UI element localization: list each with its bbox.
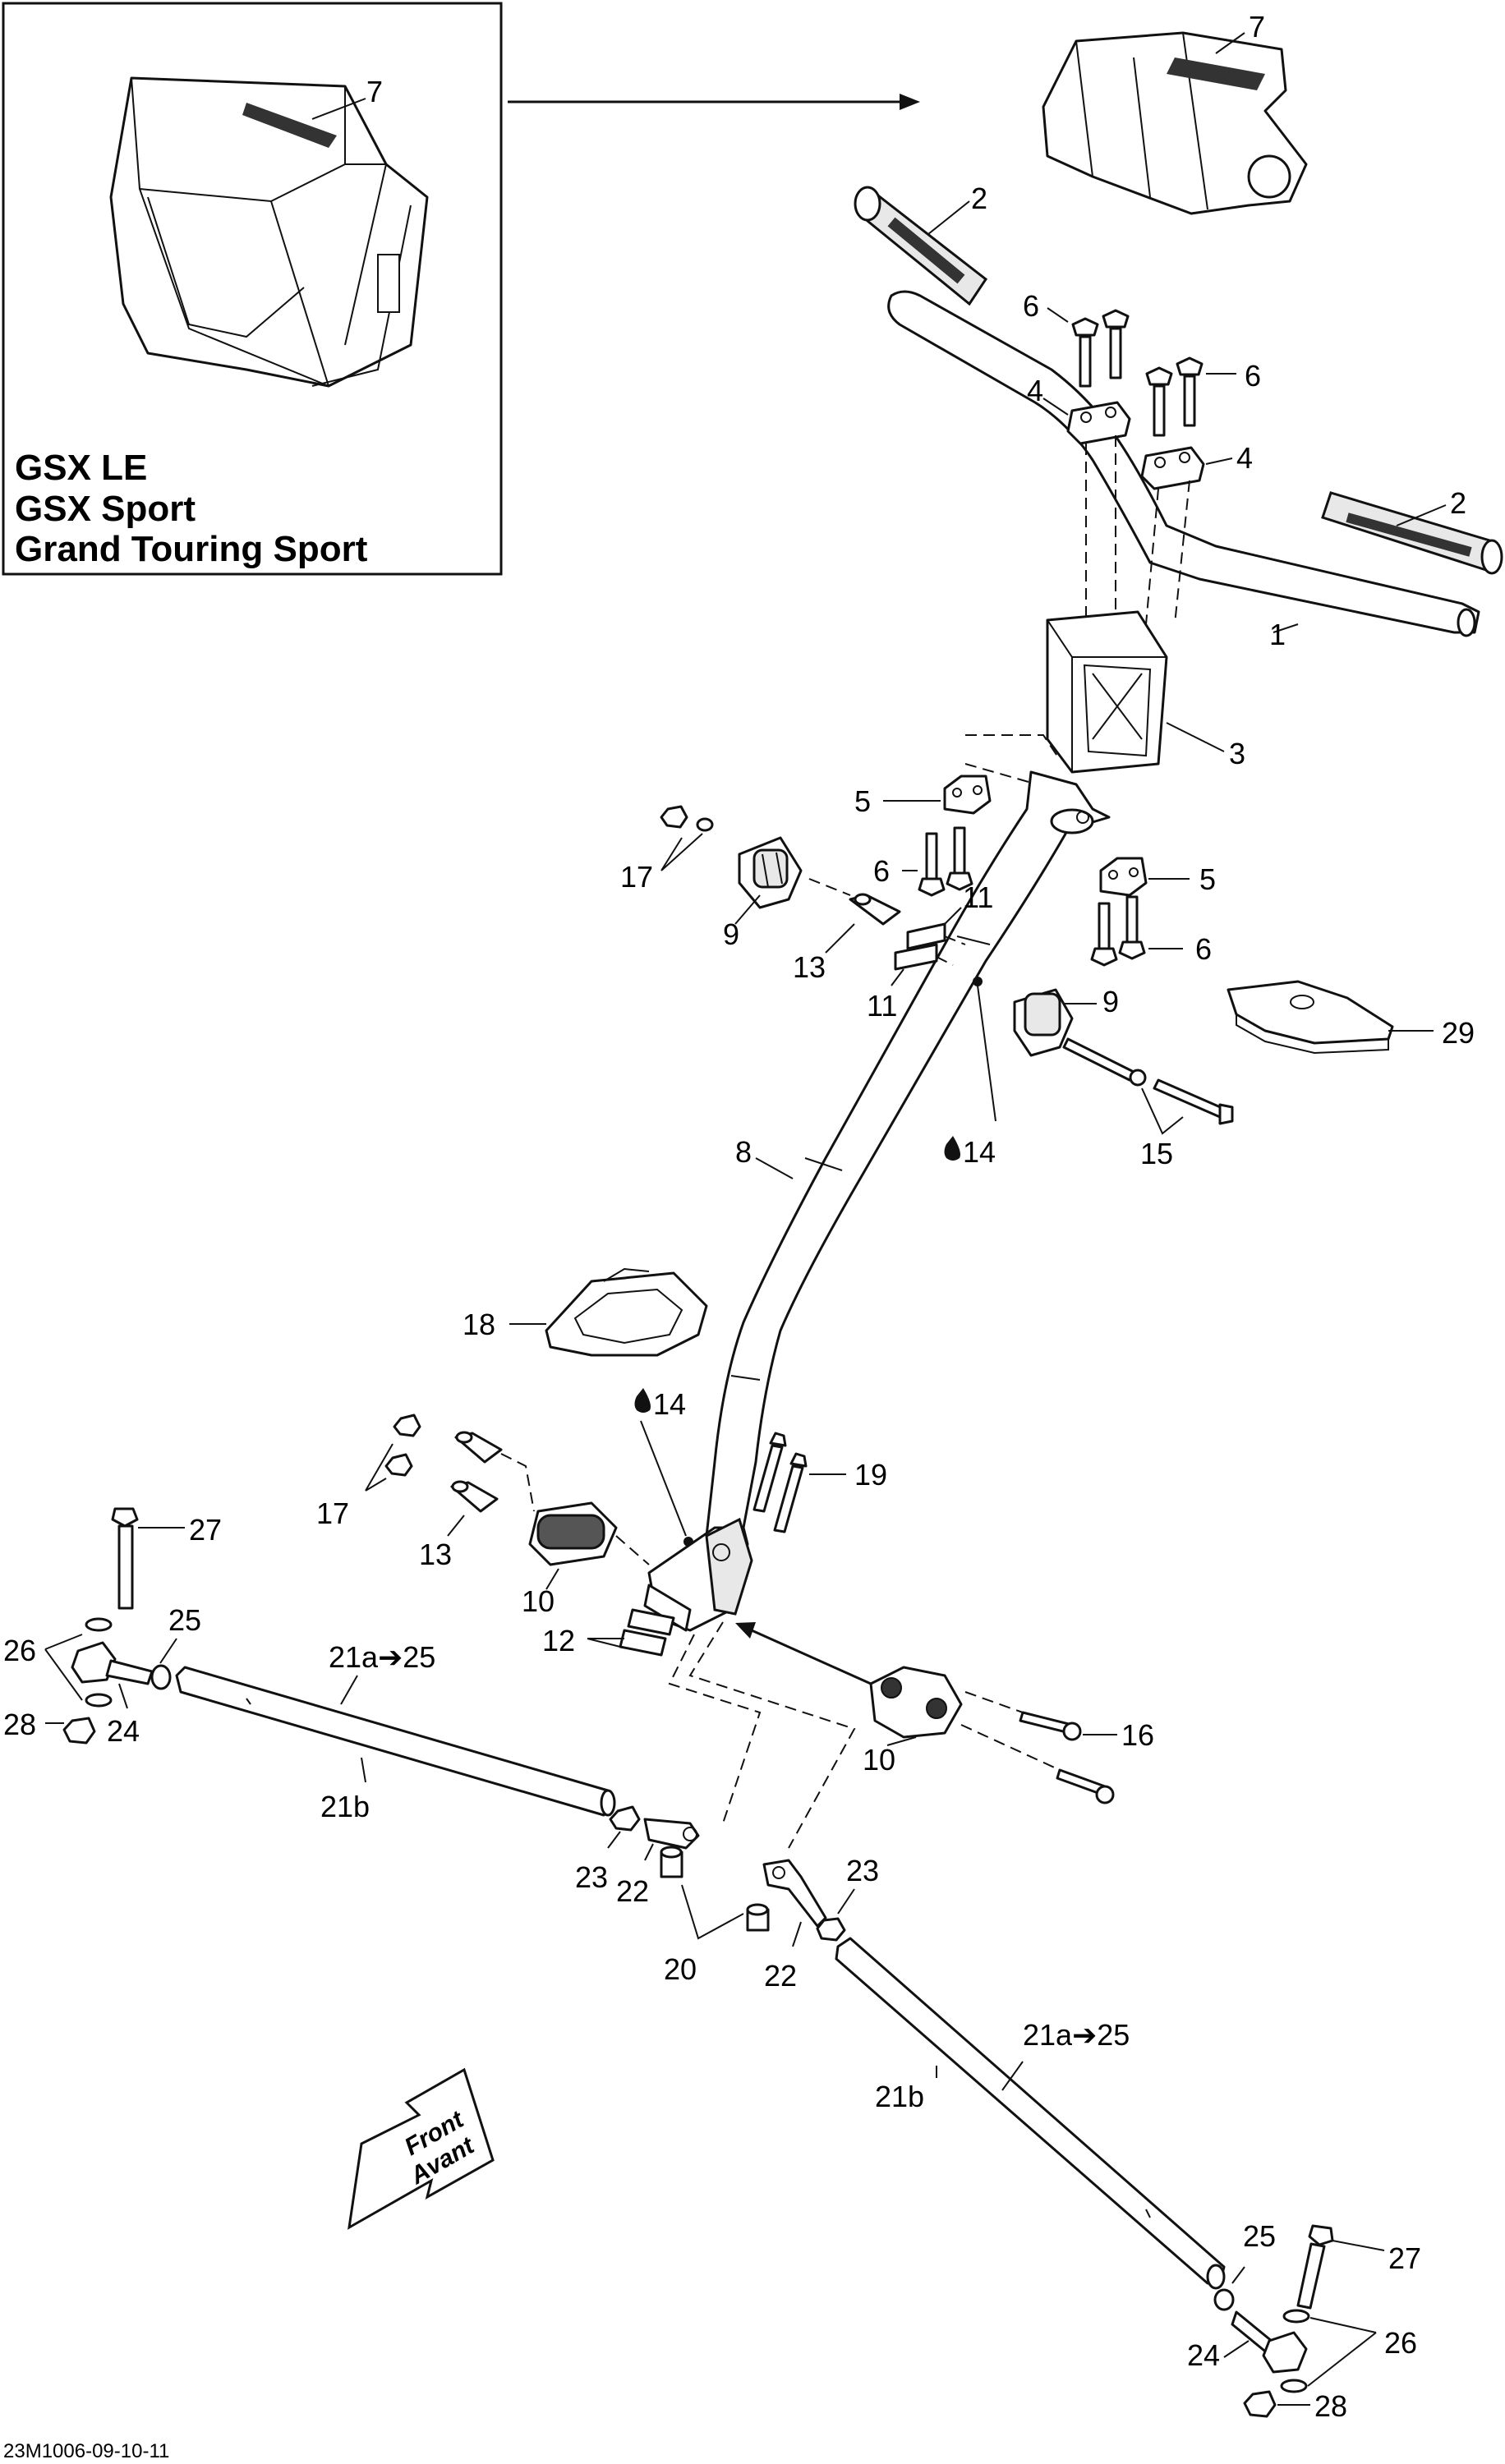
tie-rod-right [835, 1937, 1226, 2290]
inset-panel: 7 GSX LE GSX Sport Grand Touring Sport [2, 2, 503, 576]
nuts-17-top [660, 805, 714, 832]
callout-7: 7 [1249, 10, 1265, 44]
callout-21b-right: 21b [875, 2080, 924, 2113]
handlebar-cover-inset [109, 76, 429, 388]
callout-14-top: 14 [963, 1135, 996, 1169]
bracket-9-left [738, 836, 803, 909]
tie-rod-left [175, 1666, 616, 1817]
callout-22-right: 22 [764, 1959, 797, 1993]
callout-26-right: 26 [1384, 2326, 1417, 2360]
callout-9-right: 9 [1102, 985, 1119, 1018]
callout-20: 20 [664, 1952, 697, 1986]
callout-22-left: 22 [616, 1874, 649, 1908]
bolt-27-left [111, 1507, 139, 1610]
handlebar [887, 290, 1480, 637]
callout-13-top: 13 [793, 950, 826, 984]
callout-21b-left: 21b [320, 1790, 370, 1823]
tie-rod-end-22-right [746, 1859, 846, 1942]
clamp-upper-left [1066, 401, 1131, 445]
callout-29: 29 [1442, 1016, 1475, 1050]
clamp-lower-left [943, 775, 992, 815]
bolts-lower-right [1090, 895, 1146, 967]
callout-4-a: 4 [1027, 374, 1043, 407]
inset-arrow [508, 94, 920, 110]
bracket-10-right [869, 1666, 963, 1739]
clamp-upper-right [1140, 446, 1205, 490]
clamp-lower-right [1099, 857, 1148, 897]
inset-model-grand-touring-sport: Grand Touring Sport [15, 529, 368, 569]
bushings-11 [894, 922, 946, 971]
drawing-reference-code: 23M1006-09-10-11 [3, 2440, 169, 2462]
callout-1: 1 [1269, 618, 1286, 651]
steering-column [705, 770, 1111, 1538]
left-grip [854, 186, 988, 306]
nuts-17-bottom [384, 1414, 421, 1477]
callout-14-mid: 14 [653, 1387, 686, 1421]
callout-9-left: 9 [723, 917, 739, 951]
callout-6-a: 6 [1023, 289, 1039, 323]
bolt-27-right [1296, 2224, 1334, 2310]
callout-23-right: 23 [846, 1854, 879, 1887]
callout-7-inset: 7 [366, 75, 383, 108]
inset-model-gsx-sport: GSX Sport [15, 489, 196, 529]
handlebar-riser [1046, 610, 1168, 774]
callout-6-c: 6 [873, 854, 890, 888]
callout-11-a: 11 [963, 880, 993, 914]
bolts-upper-left [1071, 309, 1130, 388]
callout-10-left: 10 [522, 1584, 555, 1618]
handlebar-cover [1042, 31, 1308, 215]
plate-29 [1227, 980, 1394, 1055]
callout-16: 16 [1121, 1718, 1154, 1752]
callout-2-right: 2 [1450, 486, 1466, 520]
bracket-10-left [528, 1501, 618, 1566]
callout-17-top: 17 [620, 860, 653, 894]
tie-rod-end-22-left [609, 1805, 700, 1878]
callout-5-a: 5 [854, 784, 871, 818]
bolts-19 [752, 1432, 808, 1533]
callout-28-left: 28 [3, 1708, 36, 1741]
right-grip [1321, 491, 1503, 575]
callout-13-bottom: 13 [419, 1538, 452, 1571]
spacers-13-bottom [450, 1431, 503, 1513]
callout-21a-right: 21a➔25 [1023, 2018, 1130, 2052]
callout-6-d: 6 [1195, 932, 1212, 966]
callout-23-left: 23 [575, 1860, 608, 1894]
callout-12: 12 [542, 1624, 575, 1657]
callout-27-left: 27 [189, 1513, 222, 1547]
tie-rod-end-right [1213, 2288, 1310, 2418]
callout-26-left: 26 [3, 1634, 36, 1667]
bracket-9-right [1013, 988, 1074, 1057]
callout-10-right: 10 [863, 1743, 895, 1777]
callout-3: 3 [1229, 737, 1245, 770]
tie-rod-end-left [62, 1617, 172, 1745]
callout-6-b: 6 [1245, 359, 1261, 393]
callout-24-left: 24 [107, 1714, 140, 1748]
callout-25-right: 25 [1243, 2219, 1276, 2253]
callout-2-left: 2 [971, 182, 987, 215]
callout-18: 18 [463, 1308, 495, 1341]
callout-27-right: 27 [1388, 2241, 1421, 2275]
callout-25-left: 25 [168, 1603, 201, 1637]
bolts-lower-left [918, 826, 973, 897]
bolts-16 [1019, 1711, 1115, 1804]
front-direction-arrow: Front Avant [347, 2067, 495, 2230]
bolts-upper-right [1145, 356, 1204, 437]
cover-18 [545, 1267, 708, 1357]
callout-15: 15 [1140, 1137, 1173, 1170]
bushings-12 [619, 1608, 675, 1657]
callout-24-right: 24 [1187, 2338, 1220, 2372]
callout-21a-left: 21a➔25 [329, 1640, 435, 1674]
callout-19: 19 [854, 1458, 887, 1492]
inset-model-gsx-le: GSX LE [15, 448, 147, 488]
callout-17-bottom: 17 [316, 1496, 349, 1530]
steering-head-bracket [643, 1517, 753, 1632]
callout-5-b: 5 [1199, 862, 1216, 896]
callout-4-b: 4 [1236, 441, 1253, 475]
callout-28-right: 28 [1314, 2389, 1347, 2423]
spacer-13-top [849, 893, 901, 926]
callout-8: 8 [735, 1135, 752, 1169]
bolts-15 [1062, 1037, 1234, 1125]
callout-11-b: 11 [867, 989, 897, 1023]
